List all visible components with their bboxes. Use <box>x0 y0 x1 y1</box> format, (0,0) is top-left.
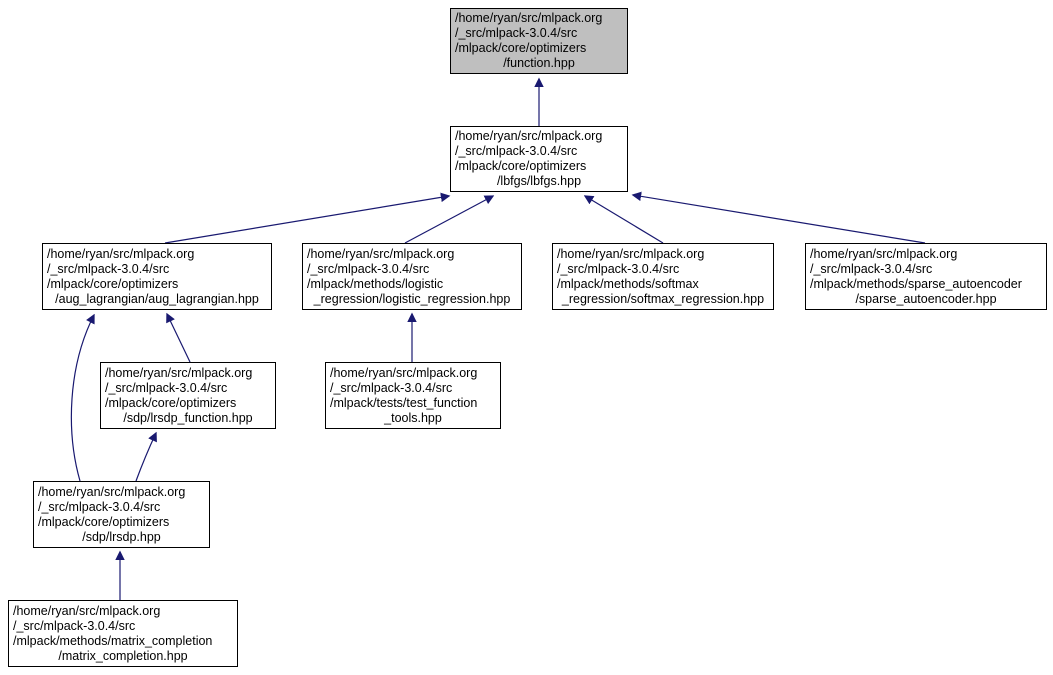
node-line: /mlpack/methods/softmax <box>557 276 699 291</box>
node-line: /lbfgs/lbfgs.hpp <box>496 174 582 188</box>
node-line: /mlpack/methods/sparse_autoencoder <box>810 276 1022 291</box>
node-line: /_src/mlpack-3.0.4/src <box>307 261 430 276</box>
node-line: /_src/mlpack-3.0.4/src <box>105 380 228 395</box>
node-line: /_src/mlpack-3.0.4/src <box>13 618 136 633</box>
node-line: /mlpack/core/optimizers <box>455 41 587 55</box>
edge-lrsdp-to-lrsdp-function <box>135 431 157 482</box>
node-function-hpp: /home/ryan/src/mlpack.org /_src/mlpack-3… <box>450 8 628 74</box>
node-line: /home/ryan/src/mlpack.org <box>307 246 455 261</box>
edge-aug-lagrangian-to-lbfgs <box>164 192 451 244</box>
node-line: /_src/mlpack-3.0.4/src <box>810 261 933 276</box>
node-line: _regression/logistic_regression.hpp <box>313 291 511 306</box>
edge-softmax-regression-to-lbfgs <box>583 195 664 244</box>
node-logistic-regression-hpp[interactable]: /home/ryan/src/mlpack.org /_src/mlpack-3… <box>302 243 522 310</box>
node-line: /sdp/lrsdp.hpp <box>82 529 161 544</box>
edge-lrsdp-to-aug-lagrangian <box>70 313 95 482</box>
node-line: /mlpack/tests/test_function <box>330 395 478 410</box>
edge-sparse-autoencoder-to-lbfgs <box>631 191 926 244</box>
node-line: _tools.hpp <box>384 410 442 425</box>
node-lrsdp-function-hpp[interactable]: /home/ryan/src/mlpack.org /_src/mlpack-3… <box>100 362 276 429</box>
node-line: /mlpack/core/optimizers <box>38 514 170 529</box>
node-line: /_src/mlpack-3.0.4/src <box>455 26 578 40</box>
node-line: /_src/mlpack-3.0.4/src <box>455 144 578 158</box>
node-line: /home/ryan/src/mlpack.org <box>330 365 478 380</box>
node-line: /home/ryan/src/mlpack.org <box>13 603 161 618</box>
node-line: /mlpack/core/optimizers <box>105 395 237 410</box>
node-lbfgs-hpp[interactable]: /home/ryan/src/mlpack.org /_src/mlpack-3… <box>450 126 628 192</box>
edge-logistic-regression-to-lbfgs <box>404 195 495 244</box>
node-line: /home/ryan/src/mlpack.org <box>455 11 603 25</box>
node-line: /_src/mlpack-3.0.4/src <box>557 261 680 276</box>
node-line: /mlpack/core/optimizers <box>47 276 179 291</box>
node-aug-lagrangian-hpp[interactable]: /home/ryan/src/mlpack.org /_src/mlpack-3… <box>42 243 272 310</box>
node-line: /matrix_completion.hpp <box>58 648 188 663</box>
node-line: /_src/mlpack-3.0.4/src <box>47 261 170 276</box>
node-line: /sdp/lrsdp_function.hpp <box>123 410 253 425</box>
node-line: _regression/softmax_regression.hpp <box>561 291 765 306</box>
node-line: /home/ryan/src/mlpack.org <box>47 246 195 261</box>
node-line: /sparse_autoencoder.hpp <box>855 291 997 306</box>
node-softmax-regression-hpp[interactable]: /home/ryan/src/mlpack.org /_src/mlpack-3… <box>552 243 774 310</box>
node-line: /function.hpp <box>503 56 575 70</box>
node-line: /home/ryan/src/mlpack.org <box>38 484 186 499</box>
node-line: /_src/mlpack-3.0.4/src <box>330 380 453 395</box>
node-matrix-completion-hpp[interactable]: /home/ryan/src/mlpack.org /_src/mlpack-3… <box>8 600 238 667</box>
node-line: /aug_lagrangian/aug_lagrangian.hpp <box>55 291 259 306</box>
node-line: /_src/mlpack-3.0.4/src <box>38 499 161 514</box>
node-line: /home/ryan/src/mlpack.org <box>105 365 253 380</box>
node-line: /mlpack/methods/logistic <box>307 276 444 291</box>
edge-lrsdp-function-to-aug-lagrangian <box>166 312 191 363</box>
node-line: /mlpack/core/optimizers <box>455 159 587 173</box>
node-line: /home/ryan/src/mlpack.org <box>557 246 705 261</box>
node-sparse-autoencoder-hpp[interactable]: /home/ryan/src/mlpack.org /_src/mlpack-3… <box>805 243 1047 310</box>
node-lrsdp-hpp[interactable]: /home/ryan/src/mlpack.org /_src/mlpack-3… <box>33 481 210 548</box>
node-line: /home/ryan/src/mlpack.org <box>455 129 603 143</box>
node-line: /mlpack/methods/matrix_completion <box>13 633 213 648</box>
node-test-function-tools-hpp[interactable]: /home/ryan/src/mlpack.org /_src/mlpack-3… <box>325 362 501 429</box>
node-line: /home/ryan/src/mlpack.org <box>810 246 958 261</box>
